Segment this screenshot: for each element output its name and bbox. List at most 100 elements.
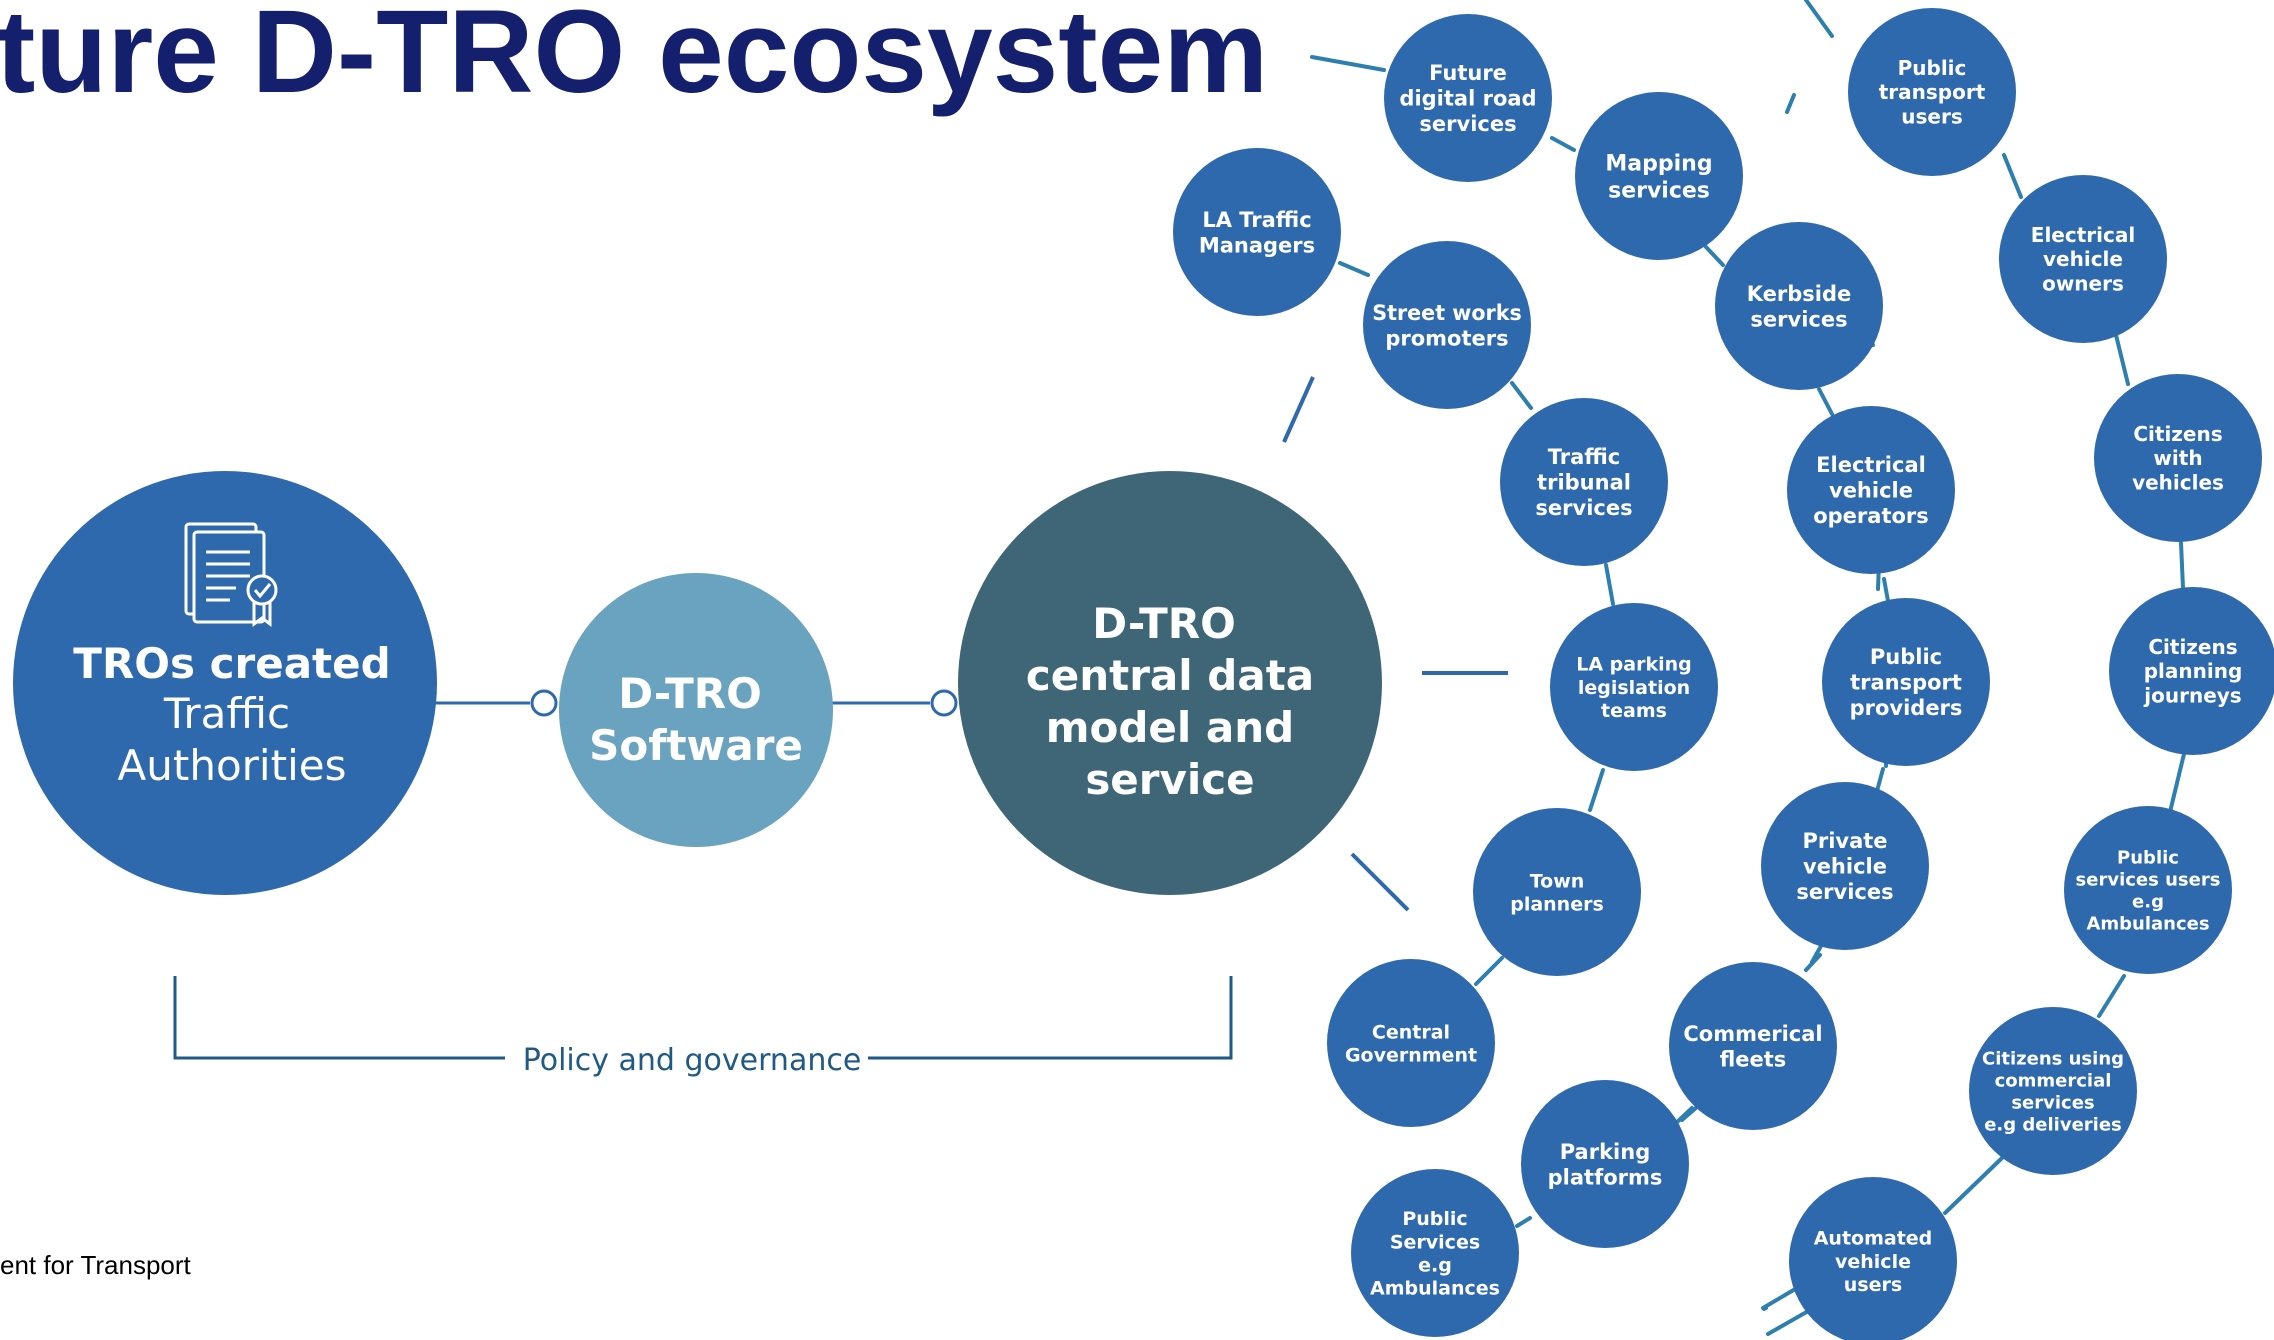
node-label-line: services	[1796, 880, 1893, 904]
node-label-line: Central	[1372, 1021, 1450, 1043]
node-circle	[1575, 92, 1743, 260]
tros-subtitle-line: Authorities	[118, 741, 347, 790]
node-label-line: Citizens using	[1982, 1049, 2124, 1070]
policy-bracket	[173, 976, 1233, 1060]
software-circle	[559, 573, 833, 847]
node-circle	[1789, 1177, 1957, 1340]
node-circle	[1550, 603, 1718, 771]
node-label-line: Services	[1390, 1231, 1480, 1253]
node-circle	[2064, 806, 2232, 974]
node-label-line: platforms	[1548, 1165, 1663, 1189]
connector-line	[1943, 1156, 2004, 1215]
node-label-line: journeys	[2143, 684, 2241, 708]
software-label-line: D-TRO	[618, 669, 762, 718]
connector-line	[1817, 387, 1834, 416]
connector-line	[1515, 1216, 1532, 1228]
node-label-line: transport	[1879, 80, 1986, 104]
node-label-line: e.g	[1418, 1254, 1452, 1276]
connector-line	[1510, 381, 1533, 410]
node-label-line: LA parking	[1576, 654, 1692, 676]
connector-line	[1588, 768, 1605, 812]
node-label-line: Citizens	[2148, 635, 2237, 659]
node-label-line: legislation	[1578, 677, 1690, 699]
node-label-line: Traffic	[1548, 445, 1620, 469]
node-label-line: planning	[2144, 659, 2243, 683]
ray-upper	[1282, 376, 1315, 443]
node-circle	[1787, 406, 1955, 574]
connector-line	[1474, 956, 1504, 986]
node-circle	[1351, 1169, 1519, 1337]
node-circle	[1999, 175, 2167, 343]
node-label-line: fleets	[1720, 1047, 1787, 1071]
node-label-line: services	[1419, 112, 1516, 136]
node-circle	[1363, 241, 1531, 409]
central-ray-marks	[1282, 376, 1508, 912]
node-label-line: operators	[1813, 504, 1929, 528]
connector-line	[1338, 261, 1370, 277]
node-circle	[1761, 782, 1929, 950]
node-label-line: transport	[1850, 671, 1962, 695]
node-label-line: e.g	[2132, 891, 2164, 912]
node-label-line: Electrical	[1816, 453, 1926, 477]
policy-governance-label: Policy and governance	[523, 1043, 862, 1078]
node-label-line: Commerical	[1683, 1022, 1822, 1046]
node-circle	[1669, 962, 1837, 1130]
node-tros-created: TROs created Traffic Authorities	[13, 471, 437, 895]
central-label-line: service	[1085, 755, 1254, 804]
central-label-line: D-TRO	[1092, 599, 1236, 648]
ray-lower	[1350, 852, 1410, 912]
node-label-line: Ambulances	[2086, 913, 2209, 934]
node-label-line: Mapping	[1605, 152, 1712, 177]
page-title: ture D-TRO ecosystem	[0, 0, 1269, 118]
node-label-line: vehicles	[2132, 471, 2224, 495]
node-label-line: services users	[2076, 870, 2221, 891]
node-circle	[1327, 959, 1495, 1127]
node-label-line: digital road	[1399, 87, 1536, 111]
node-label-line: Public	[2117, 848, 2179, 869]
node-label-line: vehicle	[1829, 479, 1913, 503]
node-circle	[1715, 222, 1883, 390]
connector-line	[2113, 329, 2130, 386]
central-label-line: central data	[1026, 651, 1314, 700]
node-label-line: Government	[1345, 1044, 1477, 1066]
connector-line	[1604, 563, 1615, 606]
node-label-line: e.g deliveries	[1984, 1114, 2122, 1135]
node-label-line: services	[1608, 178, 1710, 203]
node-circle	[1473, 808, 1641, 976]
node-dtro-central: D-TRO central data model and service	[958, 471, 1382, 895]
node-label-line: vehicle	[1803, 855, 1887, 879]
node-label-line: Parking	[1560, 1140, 1651, 1164]
node-label-line: Managers	[1199, 233, 1315, 257]
node-label-line: users	[1901, 105, 1962, 129]
connector-line	[1882, 577, 1890, 603]
node-label-line: Ambulances	[1370, 1278, 1500, 1300]
node-label-line: services	[2011, 1092, 2094, 1113]
node-label-line: promoters	[1385, 326, 1508, 350]
connector-line	[1704, 245, 1725, 267]
connector-line	[1310, 55, 1386, 72]
node-circle	[1500, 398, 1668, 566]
node-label-line: Town	[1530, 870, 1585, 892]
node-label-line: providers	[1850, 696, 1963, 720]
tros-label: TROs created	[73, 639, 390, 688]
connector-line	[1680, 1105, 1699, 1122]
node-label-line: Private	[1802, 829, 1887, 853]
node-label-line: users	[1844, 1274, 1902, 1296]
central-label-line: model and	[1046, 703, 1295, 752]
